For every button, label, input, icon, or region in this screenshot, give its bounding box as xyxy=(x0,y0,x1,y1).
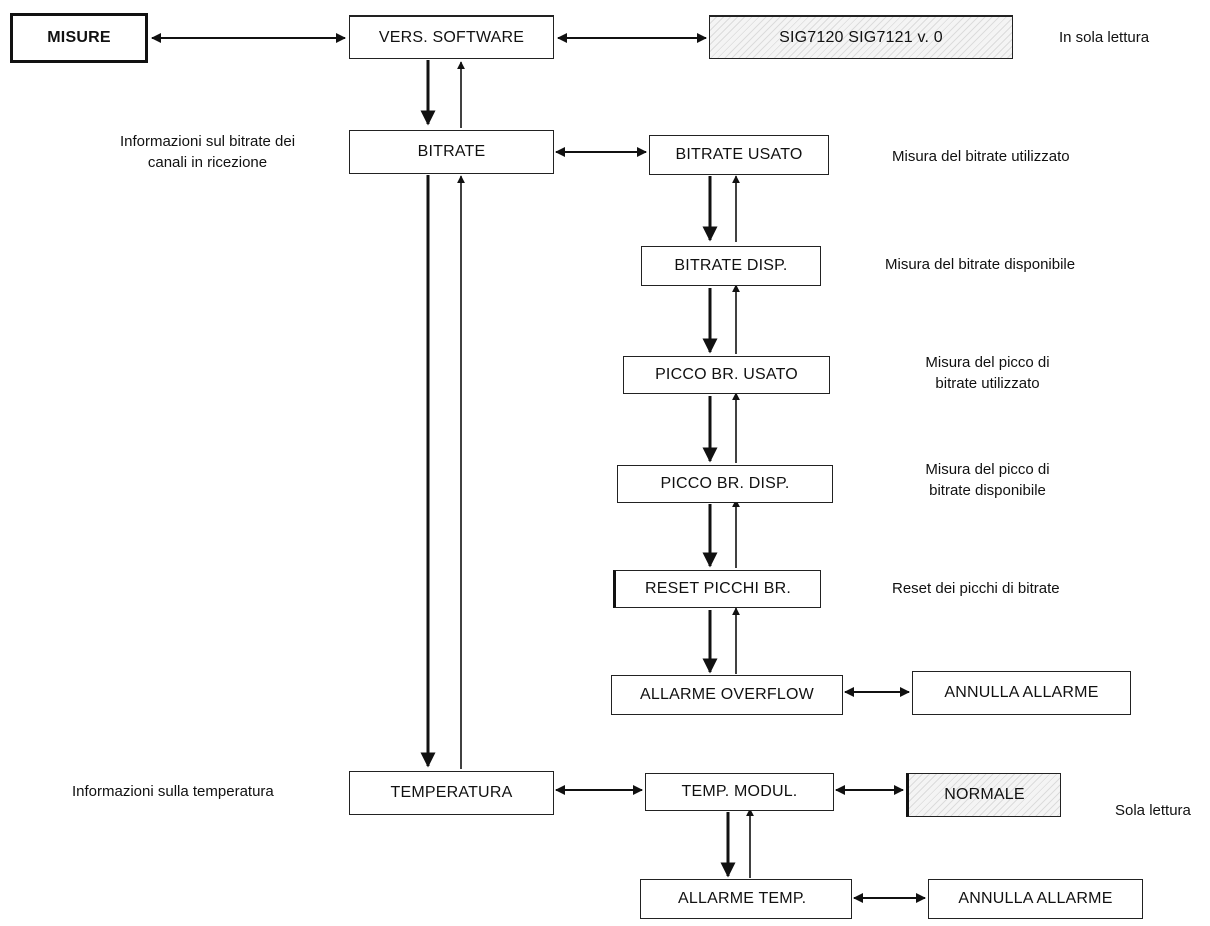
bitrate-disp-label: BITRATE DISP. xyxy=(674,257,788,274)
misura-bitrate-disponibile-note: Misura del bitrate disponibile xyxy=(885,256,1076,273)
normale-box: NORMALE xyxy=(906,773,1061,817)
bitrate-usato-label: BITRATE USATO xyxy=(675,146,803,163)
temp-modul-label: TEMP. MODUL. xyxy=(681,783,798,800)
picco-disponibile-line1: Misura del picco di xyxy=(925,461,1050,478)
allarme-temp-label: ALLARME TEMP. xyxy=(678,890,807,907)
info-bitrate-note: Informazioni sul bitrate dei canali in r… xyxy=(100,131,315,173)
picco-utilizzato-line2: bitrate utilizzato xyxy=(935,375,1040,392)
bitrate-disp-box[interactable]: BITRATE DISP. xyxy=(641,246,821,286)
misure-box[interactable]: MISURE xyxy=(10,13,148,63)
allarme-overflow-label: ALLARME OVERFLOW xyxy=(640,686,814,703)
picco-utilizzato-note: Misura del picco di bitrate utilizzato xyxy=(900,352,1075,394)
bitrate-box[interactable]: BITRATE xyxy=(349,130,554,174)
annulla-allarme-box-1[interactable]: ANNULLA ALLARME xyxy=(912,671,1131,715)
picco-br-usato-label: PICCO BR. USATO xyxy=(655,366,798,383)
normale-label: NORMALE xyxy=(944,786,1025,803)
allarme-temp-box[interactable]: ALLARME TEMP. xyxy=(640,879,852,919)
temp-modul-box[interactable]: TEMP. MODUL. xyxy=(645,773,834,811)
annulla-allarme-label-1: ANNULLA ALLARME xyxy=(944,684,1099,701)
in-sola-lettura-note: In sola lettura xyxy=(1059,29,1150,46)
picco-utilizzato-line1: Misura del picco di xyxy=(925,354,1050,371)
picco-br-usato-box[interactable]: PICCO BR. USATO xyxy=(623,356,830,394)
bitrate-usato-box[interactable]: BITRATE USATO xyxy=(649,135,829,175)
info-temperatura-note: Informazioni sulla temperatura xyxy=(72,783,274,800)
picco-br-disp-box[interactable]: PICCO BR. DISP. xyxy=(617,465,833,503)
vers-software-box[interactable]: VERS. SOFTWARE xyxy=(349,15,554,59)
temperatura-box[interactable]: TEMPERATURA xyxy=(349,771,554,815)
sig-version-box: SIG7120 SIG7121 v. 0 xyxy=(709,15,1013,59)
temperatura-label: TEMPERATURA xyxy=(390,784,513,801)
info-bitrate-line2: canali in ricezione xyxy=(147,154,268,171)
picco-disponibile-line2: bitrate disponibile xyxy=(929,482,1046,499)
annulla-allarme-label-2: ANNULLA ALLARME xyxy=(958,890,1113,907)
picco-disponibile-note: Misura del picco di bitrate disponibile xyxy=(900,459,1075,501)
bitrate-label: BITRATE xyxy=(417,143,486,160)
vers-software-label: VERS. SOFTWARE xyxy=(378,28,525,46)
annulla-allarme-box-2[interactable]: ANNULLA ALLARME xyxy=(928,879,1143,919)
picco-br-disp-label: PICCO BR. DISP. xyxy=(660,475,790,492)
info-bitrate-line1: Informazioni sul bitrate dei xyxy=(119,133,296,150)
sig-version-label: SIG7120 SIG7121 v. 0 xyxy=(779,28,943,46)
misura-bitrate-utilizzato-note: Misura del bitrate utilizzato xyxy=(892,148,1070,165)
reset-picchi-note: Reset dei picchi di bitrate xyxy=(892,580,1060,597)
misure-label: MISURE xyxy=(47,29,111,46)
allarme-overflow-box[interactable]: ALLARME OVERFLOW xyxy=(611,675,843,715)
reset-picchi-br-box[interactable]: RESET PICCHI BR. xyxy=(613,570,821,608)
sola-lettura-note: Sola lettura xyxy=(1115,802,1191,819)
reset-picchi-br-label: RESET PICCHI BR. xyxy=(644,580,792,597)
